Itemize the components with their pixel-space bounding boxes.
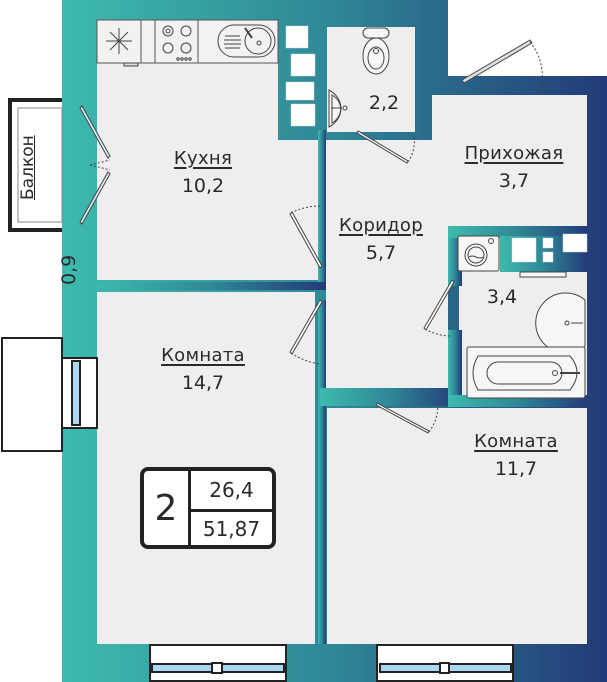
room-label-kitchen: Кухня 10,2 [174,148,232,197]
area-summary-badge: 2 26,4 51,87 [140,467,276,549]
washing-machine-icon [457,235,500,272]
room-area: 5,7 [365,242,397,264]
living-area: 26,4 [191,471,272,512]
hallway-floor [326,95,587,395]
room-area: 3,4 [486,286,518,308]
room-area: 14,7 [181,372,225,394]
radiator-icon [519,271,567,278]
balcony-name: Балкон [18,135,38,200]
balcony-area: 0,9 [58,254,80,285]
kitchen-floor [97,20,318,280]
window-bottom-right [376,644,514,682]
ac-unit [1,337,63,452]
room-label-bathroom: 3,4 [487,280,517,308]
room-2-floor [327,408,587,644]
rooms-count: 2 [144,471,191,545]
ventilation-ducts [285,25,588,263]
floors [97,20,587,644]
room-name: Комната [474,431,558,452]
room-area: 2,2 [368,92,400,114]
room-name: Комната [161,345,245,366]
room-label-room-2: Комната 11,7 [474,431,558,480]
room-name: Кухня [173,148,233,169]
stove-icon [162,25,192,61]
room-label-corridor: Коридор 5,7 [339,215,423,264]
room-label-room-1: Комната 14,7 [161,345,245,394]
toilet-icon [362,27,390,75]
total-area: 51,87 [202,516,261,541]
room-area: 3,7 [498,170,530,192]
bathtub-icon [466,346,586,399]
balcony: Балкон 0,9 [10,100,80,285]
room-area: 10,2 [181,175,225,197]
window-bottom-left [149,644,287,682]
window-left [61,357,98,429]
sink-icon [217,24,276,58]
room-area: 11,7 [494,458,538,480]
fridge-icon [106,28,139,67]
room-name: Коридор [339,215,423,236]
washbasin-icon [328,89,348,128]
balcony-frame [8,98,63,232]
doors [79,39,543,434]
room-label-hallway: Прихожая 3,7 [465,143,564,192]
room-name: Прихожая [464,143,564,164]
room-label-wc: 2,2 [369,86,399,114]
